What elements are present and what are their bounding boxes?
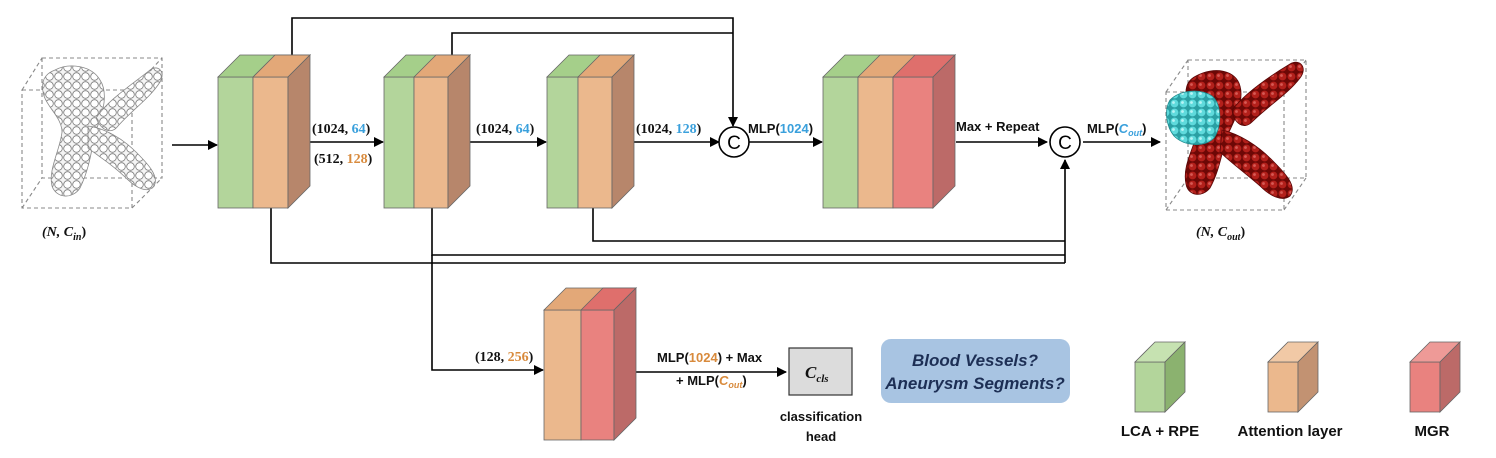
edge-label-3: (1024, 128)	[636, 122, 702, 137]
cls-caption-line-2: head	[806, 429, 836, 444]
classification-block	[543, 287, 637, 441]
edge-label-1-top: (1024, 64)	[312, 122, 371, 137]
svg-text:C: C	[1058, 133, 1072, 154]
mlp-cls-label-2: + MLP(Cout)	[676, 373, 747, 390]
input-shape-label: (N, Cin)	[42, 225, 86, 243]
legend-label-attention: Attention layer	[1237, 423, 1342, 440]
svg-text:C: C	[727, 133, 741, 154]
cls-symbol: Ccls	[805, 363, 829, 385]
legend-item-mgr: MGR	[1409, 341, 1461, 440]
input-point-cloud: (N, Cin)	[21, 57, 163, 243]
concat-node-1: C	[718, 126, 750, 158]
legend-label-lca-rpe: LCA + RPE	[1121, 423, 1199, 440]
mlp-cls-label-1: MLP(1024) + Max	[657, 350, 763, 365]
mlp-out-label: MLP(Cout)	[1087, 121, 1147, 138]
legend-label-mgr: MGR	[1415, 423, 1450, 440]
legend-item-lca-rpe: LCA + RPE	[1121, 341, 1199, 440]
legend-item-attention: Attention layer	[1237, 341, 1343, 440]
cls-caption-line-1: classification	[780, 409, 862, 424]
concat-node-2: C	[1049, 126, 1081, 158]
question-line-1: Blood Vessels?	[912, 351, 1039, 370]
output-shape-label: (N, Cout)	[1196, 225, 1245, 243]
branch-label: (128, 256)	[475, 350, 534, 365]
classification-head: Ccls classification head	[780, 347, 862, 444]
edge-label-2: (1024, 64)	[476, 122, 535, 137]
edge-label-1-bottom: (512, 128)	[314, 152, 373, 167]
legend: LCA + RPE Attention layer MGR	[1121, 341, 1461, 440]
max-repeat-label: Max + Repeat	[956, 119, 1040, 134]
connectors	[172, 17, 1161, 377]
question-line-2: Aneurysm Segments?	[884, 374, 1065, 393]
output-point-cloud: (N, Cout)	[1165, 59, 1307, 243]
encoder-block-4	[822, 54, 956, 209]
encoder-block-2	[383, 54, 471, 209]
question-box: Blood Vessels? Aneurysm Segments?	[881, 339, 1070, 403]
mlp-label-1: MLP(1024)	[748, 121, 813, 136]
encoder-block-3	[546, 54, 635, 209]
encoder-block-1	[217, 54, 311, 209]
